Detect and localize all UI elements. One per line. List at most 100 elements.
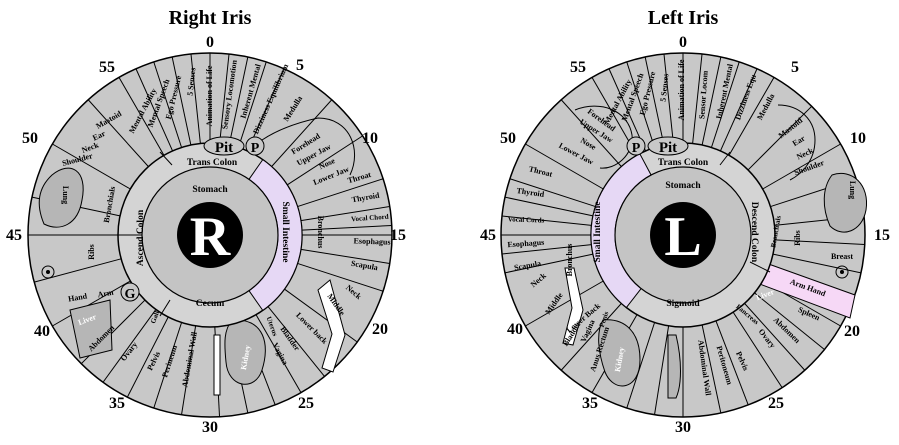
right-stomach: Stomach bbox=[192, 185, 228, 195]
zone-divider bbox=[102, 309, 157, 383]
right-cecum: Cecum bbox=[196, 299, 225, 309]
zone-divider bbox=[153, 61, 183, 148]
left-ring-divider bbox=[719, 151, 731, 166]
left-num-25: 25 bbox=[768, 395, 784, 412]
right-num-35: 35 bbox=[109, 395, 125, 412]
zone-divider bbox=[52, 143, 131, 190]
right-zone-hand: Hand bbox=[67, 291, 88, 303]
right-zone-vocal: Vocal Chord bbox=[351, 213, 389, 224]
zone-divider bbox=[692, 53, 703, 144]
left-nipple-icon bbox=[835, 265, 849, 279]
right-ureter-shape bbox=[213, 334, 221, 396]
zone-divider bbox=[504, 253, 594, 274]
left-spine-shape bbox=[562, 267, 584, 346]
left-p-label: P bbox=[632, 141, 641, 156]
zone-divider bbox=[560, 303, 622, 371]
right-trans-colon: Trans Colon bbox=[187, 158, 238, 168]
zone-divider bbox=[87, 99, 149, 167]
right-p-label: P bbox=[251, 141, 260, 156]
right-nipple-dot bbox=[46, 270, 50, 274]
zone-divider bbox=[267, 306, 325, 377]
right-pit-mark bbox=[203, 136, 245, 156]
left-trans-colon: Trans Colon bbox=[658, 158, 709, 168]
left-num-15: 15 bbox=[874, 227, 890, 244]
right-pineal-mark bbox=[245, 136, 265, 156]
zone-divider bbox=[701, 324, 722, 414]
right-ring-divider-2 bbox=[159, 151, 173, 166]
left-pit-label: Pit bbox=[659, 140, 677, 156]
left-kidney-shape bbox=[598, 319, 641, 387]
right-spine-shape bbox=[317, 279, 346, 373]
zone-divider bbox=[301, 224, 392, 231]
left-num-50: 50 bbox=[500, 130, 516, 147]
left-sigmoid: Sigmoid bbox=[666, 299, 700, 309]
right-small-intestine: Small Intestine bbox=[280, 202, 290, 263]
right-iris-title: Right Iris bbox=[169, 7, 252, 29]
zone-divider bbox=[271, 99, 333, 167]
right-nipple-icon bbox=[41, 265, 55, 279]
zone-divider bbox=[181, 325, 197, 415]
zone-divider bbox=[504, 196, 594, 217]
right-num-15: 15 bbox=[390, 227, 406, 244]
zone-divider bbox=[297, 262, 384, 292]
zone-divider bbox=[719, 68, 758, 152]
zone-divider bbox=[747, 105, 813, 171]
zone-divider bbox=[715, 320, 749, 406]
zone-divider bbox=[762, 143, 841, 190]
zone-divider bbox=[171, 56, 192, 146]
zone-divider bbox=[300, 206, 390, 222]
left-ring-divider-2 bbox=[749, 261, 771, 273]
zone-divider bbox=[286, 135, 363, 186]
zone-divider bbox=[284, 288, 358, 343]
right-num-25: 25 bbox=[298, 395, 314, 412]
zone-divider bbox=[626, 61, 656, 148]
zone-divider bbox=[509, 178, 596, 208]
zone-divider bbox=[560, 99, 622, 167]
zone-divider bbox=[772, 253, 862, 274]
zone-divider bbox=[126, 316, 169, 398]
zone-divider bbox=[118, 77, 165, 156]
left-small-intestine: Small Intestine bbox=[593, 202, 603, 263]
left-zone-vocal: Vocal Cords bbox=[508, 215, 545, 224]
left-descend-colon: Descend Colon bbox=[749, 202, 759, 263]
zone-divider bbox=[744, 303, 806, 371]
left-zone-animation: Animation of Life bbox=[677, 59, 686, 120]
right-zone-esophagus: Esophagus bbox=[353, 236, 390, 246]
left-iris-title: Left Iris bbox=[648, 7, 719, 29]
right-num-0: 0 bbox=[206, 34, 214, 51]
left-zone-esophagus: Esophagus bbox=[507, 238, 544, 250]
left-center-letter: L bbox=[664, 206, 701, 268]
left-num-20: 20 bbox=[844, 323, 860, 340]
zone-divider bbox=[626, 322, 656, 409]
zone-divider bbox=[663, 53, 674, 144]
right-zone-arm: Arm bbox=[97, 288, 115, 300]
left-num-0: 0 bbox=[679, 34, 687, 51]
left-stomach: Stomach bbox=[665, 181, 701, 191]
zone-divider bbox=[190, 53, 201, 144]
right-num-5: 5 bbox=[296, 57, 304, 74]
zone-divider bbox=[300, 248, 390, 264]
right-num-30: 30 bbox=[202, 419, 218, 436]
zone-divider bbox=[644, 56, 665, 146]
right-face-contour bbox=[261, 117, 355, 176]
right-iris: Right Iris R Trans Colon Stomach Small I… bbox=[6, 7, 406, 436]
zone-divider bbox=[701, 56, 722, 146]
left-zone-lung: Lung bbox=[848, 181, 857, 199]
zone-divider bbox=[297, 178, 384, 208]
left-zone-dividers bbox=[501, 53, 865, 417]
left-num-30: 30 bbox=[675, 419, 691, 436]
right-zone-lung: Lung bbox=[61, 186, 70, 204]
right-num-55: 55 bbox=[99, 59, 115, 76]
left-pit-mark bbox=[647, 136, 689, 156]
right-num-45: 45 bbox=[6, 227, 22, 244]
right-ring-divider-3 bbox=[159, 299, 171, 317]
zone-divider bbox=[732, 311, 783, 388]
left-nipple-dot bbox=[840, 270, 844, 274]
left-ear-contour bbox=[777, 104, 816, 181]
left-num-5: 5 bbox=[791, 59, 799, 76]
right-zone-gall: Gall bbox=[149, 310, 161, 325]
left-zone-kidney: Kidney bbox=[613, 347, 626, 373]
zone-divider bbox=[774, 239, 865, 246]
